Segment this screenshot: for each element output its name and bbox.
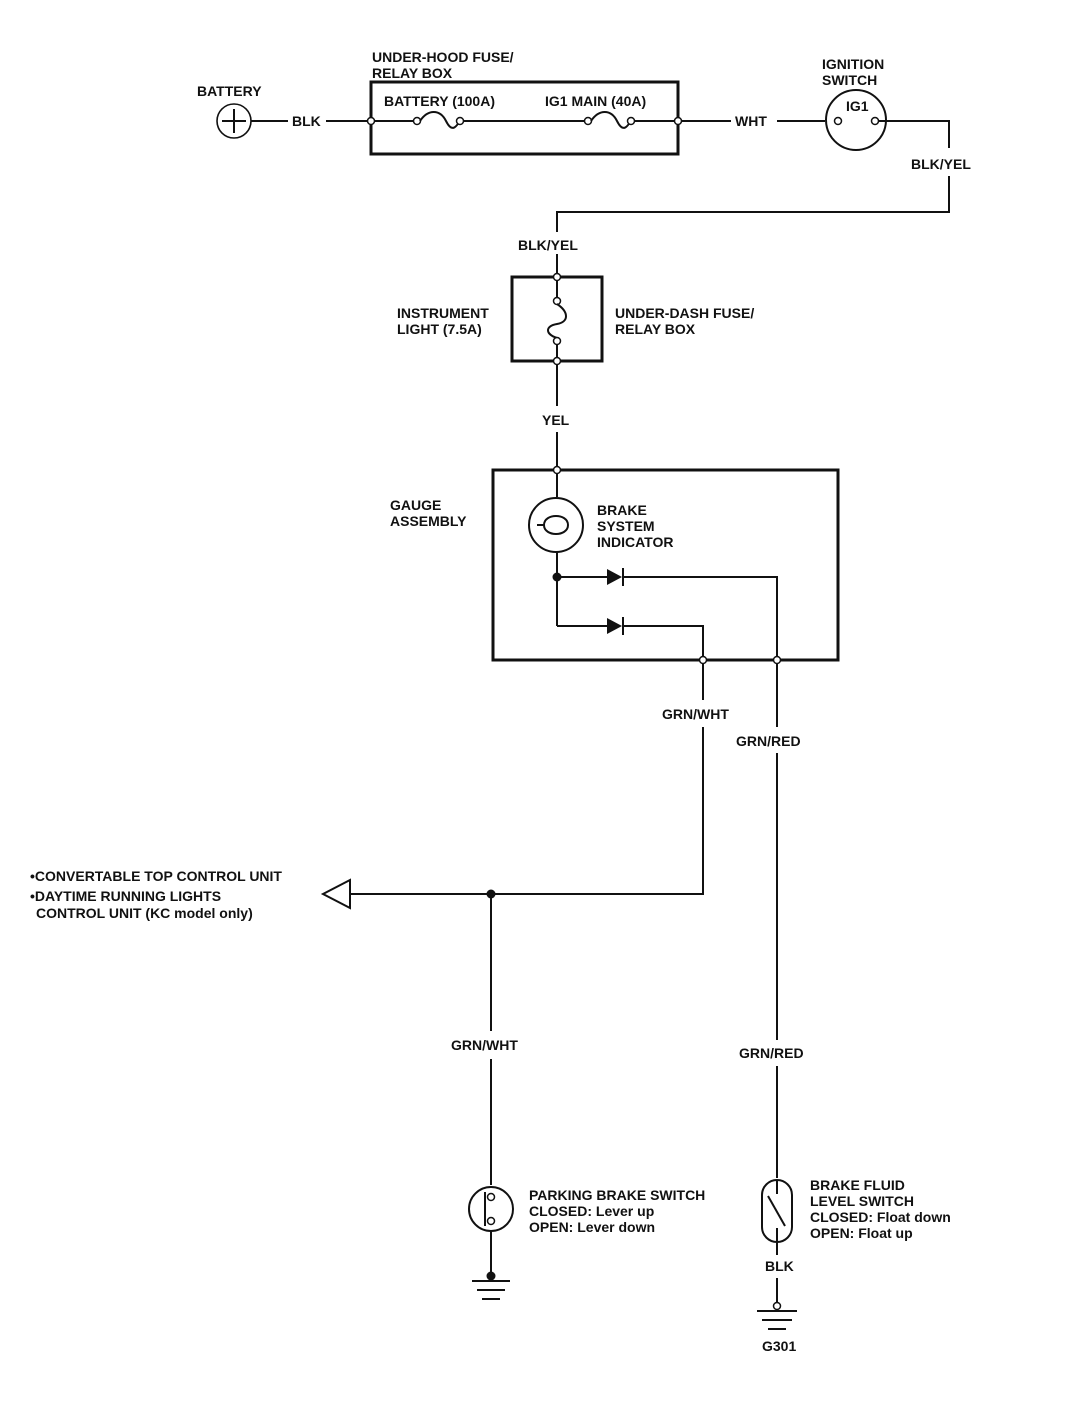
ground-symbol-parking-brake bbox=[472, 1280, 510, 1300]
wire-label-wht: WHT bbox=[735, 113, 767, 129]
wire-label-blk-yel-lower: BLK/YEL bbox=[518, 237, 578, 253]
fuse-battery-100a-symbol bbox=[412, 111, 465, 129]
brake-fluid-switch-label-line1: BRAKE FLUID bbox=[810, 1177, 905, 1193]
parking-brake-switch-label: PARKING BRAKE SWITCH bbox=[529, 1187, 705, 1203]
ground-label-g301: G301 bbox=[762, 1338, 796, 1354]
wire-label-grn-red-lower: GRN/RED bbox=[739, 1045, 804, 1061]
gauge-terminal-grn-red bbox=[772, 655, 782, 665]
instrument-light-fuse-label-line2: LIGHT (7.5A) bbox=[397, 321, 482, 337]
brake-fluid-switch-open: OPEN: Float up bbox=[810, 1225, 913, 1241]
battery-label: BATTERY bbox=[197, 83, 262, 99]
parking-brake-switch-closed: CLOSED: Lever up bbox=[529, 1203, 654, 1219]
fuse-ig1-main-40a-label: IG1 MAIN (40A) bbox=[545, 93, 646, 109]
battery-symbol bbox=[216, 103, 252, 139]
brake-fluid-switch-closed: CLOSED: Float down bbox=[810, 1209, 951, 1225]
wire-label-blk: BLK bbox=[292, 113, 321, 129]
control-units-label-line2: •DAYTIME RUNNING LIGHTS bbox=[30, 888, 221, 904]
fuse-instrument-light-7-5a-symbol bbox=[547, 296, 567, 346]
gauge-terminal-grn-wht bbox=[698, 655, 708, 665]
ignition-switch-label-line2: SWITCH bbox=[822, 72, 877, 88]
diode-upper bbox=[607, 568, 624, 586]
wire-label-grn-red-upper: GRN/RED bbox=[736, 733, 801, 749]
wire-blk-yel-upper bbox=[878, 120, 950, 148]
brake-fluid-switch-label-line2: LEVEL SWITCH bbox=[810, 1193, 914, 1209]
under-hood-box-label-line2: RELAY BOX bbox=[372, 65, 453, 81]
under-dash-box-label-line2: RELAY BOX bbox=[615, 321, 696, 337]
brake-indicator-label-line3: INDICATOR bbox=[597, 534, 673, 550]
control-units-label-line3: CONTROL UNIT (KC model only) bbox=[36, 905, 253, 921]
box-terminal-out bbox=[673, 116, 683, 126]
instrument-light-fuse-label-line1: INSTRUMENT bbox=[397, 305, 489, 321]
wire-label-grn-wht-lower: GRN/WHT bbox=[451, 1037, 518, 1053]
diode-lower bbox=[607, 617, 624, 635]
fuse-ig1-main-40a-symbol bbox=[583, 111, 636, 129]
gauge-assembly-label-line1: GAUGE bbox=[390, 497, 441, 513]
wire-label-blk-ground: BLK bbox=[765, 1258, 794, 1274]
gauge-assembly-box bbox=[491, 468, 840, 662]
parking-brake-switch-open: OPEN: Lever down bbox=[529, 1219, 655, 1235]
brake-fluid-level-switch-symbol bbox=[761, 1179, 793, 1243]
wire-label-grn-wht-upper: GRN/WHT bbox=[662, 706, 729, 722]
wire-grn-wht bbox=[351, 727, 704, 895]
brake-system-indicator-bulb bbox=[528, 497, 584, 553]
ignition-terminal-ig1: IG1 bbox=[846, 98, 869, 114]
connector-triangle-control-units bbox=[320, 878, 351, 910]
parking-brake-switch-symbol bbox=[468, 1186, 514, 1232]
fuse-battery-100a-label: BATTERY (100A) bbox=[384, 93, 495, 109]
ignition-switch-label-line1: IGNITION bbox=[822, 56, 884, 72]
wire-label-blk-yel-upper: BLK/YEL bbox=[911, 156, 971, 172]
under-dash-box-label-line1: UNDER-DASH FUSE/ bbox=[615, 305, 754, 321]
control-units-label-line1: •CONVERTABLE TOP CONTROL UNIT bbox=[30, 868, 282, 884]
box-terminal-in bbox=[366, 116, 376, 126]
brake-indicator-label-line2: SYSTEM bbox=[597, 518, 655, 534]
wire-label-yel: YEL bbox=[542, 412, 570, 428]
gauge-assembly-label-line2: ASSEMBLY bbox=[390, 513, 467, 529]
ground-symbol-g301 bbox=[757, 1310, 797, 1330]
brake-indicator-label-line1: BRAKE bbox=[597, 502, 647, 518]
under-hood-box-label-line1: UNDER-HOOD FUSE/ bbox=[372, 49, 514, 65]
